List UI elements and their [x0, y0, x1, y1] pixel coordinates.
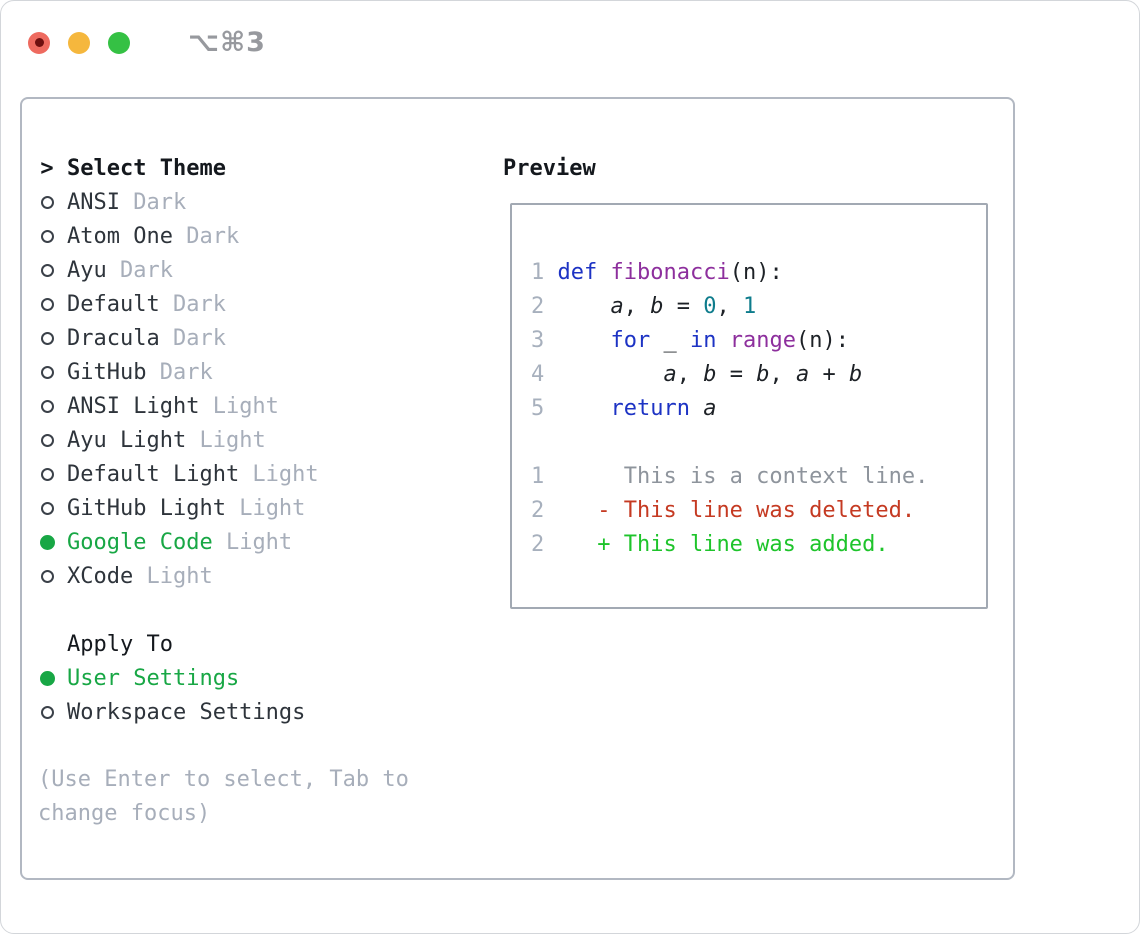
radio-off-icon: [40, 229, 54, 243]
window-titlebar: ⌥⌘3: [28, 27, 266, 58]
theme-option-default-light-label: Default Light Light: [67, 461, 319, 487]
apply-to-indent: [38, 627, 56, 661]
radio-off-icon: [38, 355, 56, 389]
theme-option-default-label: Default Dark: [67, 291, 226, 317]
apply-option-user-settings-label: User Settings: [67, 665, 240, 691]
theme-option-dracula[interactable]: Dracula Dark: [38, 321, 488, 355]
select-theme-header-row: > Select Theme: [38, 151, 488, 185]
apply-to-header-row: Apply To: [38, 627, 488, 661]
radio-off-icon: [38, 185, 56, 219]
theme-option-atom-one[interactable]: Atom One Dark: [38, 219, 488, 253]
theme-option-atom-one-label: Atom One Dark: [67, 223, 240, 249]
code-line: 1 def fibonacci(n):: [531, 260, 783, 285]
radio-off-icon: [38, 559, 56, 593]
radio-off-icon: [38, 321, 56, 355]
theme-option-default-light[interactable]: Default Light Light: [38, 457, 488, 491]
window-title: ⌥⌘3: [188, 27, 266, 58]
theme-option-xcode[interactable]: XCode Light: [38, 559, 488, 593]
theme-option-ansi[interactable]: ANSI Dark: [38, 185, 488, 219]
radio-off-icon: [38, 491, 56, 525]
radio-off-icon: [38, 219, 56, 253]
preview-header-row: Preview: [503, 151, 596, 185]
apply-option-workspace-settings[interactable]: Workspace Settings: [38, 695, 488, 729]
code-line: 5 return a: [531, 396, 717, 421]
radio-off-icon: [38, 253, 56, 287]
radio-off-icon: [38, 389, 56, 423]
code-preview: 1 def fibonacci(n): 2 a, b = 0, 1 3 for _ …: [531, 256, 986, 426]
radio-on-icon: [39, 670, 55, 686]
section-gap: [38, 729, 488, 763]
close-dot-icon: [34, 38, 44, 47]
apply-to-title: Apply To: [67, 631, 173, 657]
theme-option-github-light[interactable]: GitHub Light Light: [38, 491, 488, 525]
theme-option-ansi-light[interactable]: ANSI Light Light: [38, 389, 488, 423]
theme-option-github[interactable]: GitHub Dark: [38, 355, 488, 389]
prompt-glyph: >: [40, 155, 54, 181]
theme-option-ansi-light-label: ANSI Light Light: [67, 393, 279, 419]
apply-option-workspace-settings-label: Workspace Settings: [67, 699, 306, 725]
radio-off-icon: [38, 423, 56, 457]
radio-off-icon: [40, 501, 54, 515]
radio-off-icon: [40, 195, 54, 209]
preview-title: Preview: [503, 155, 596, 181]
select-theme-title: Select Theme: [67, 155, 226, 181]
radio-off-icon: [40, 263, 54, 277]
radio-off-icon: [38, 695, 56, 729]
theme-option-github-label: GitHub Dark: [67, 359, 213, 385]
radio-on-icon: [38, 661, 56, 695]
prompt-icon: >: [38, 151, 56, 185]
close-button[interactable]: [28, 31, 50, 54]
radio-off-icon: [40, 297, 54, 311]
diff-preview: 1 This is a context line. 2 - This line w…: [531, 460, 986, 562]
radio-on-icon: [39, 534, 55, 550]
theme-option-ayu[interactable]: Ayu Dark: [38, 253, 488, 287]
diff-line: 1 This is a context line.: [531, 464, 929, 489]
code-line: 2 a, b = 0, 1: [531, 294, 757, 319]
theme-option-dracula-label: Dracula Dark: [67, 325, 226, 351]
theme-option-default[interactable]: Default Dark: [38, 287, 488, 321]
code-line: 4 a, b = b, a + b: [531, 362, 863, 387]
help-text-line-1: (Use Enter to select, Tab to: [38, 767, 409, 792]
theme-option-ayu-light[interactable]: Ayu Light Light: [38, 423, 488, 457]
theme-option-google-code[interactable]: Google Code Light: [38, 525, 488, 559]
radio-off-icon: [40, 399, 54, 413]
minimize-button[interactable]: [68, 31, 90, 54]
radio-off-icon: [40, 705, 54, 719]
apply-option-user-settings[interactable]: User Settings: [38, 661, 488, 695]
radio-off-icon: [40, 467, 54, 481]
theme-option-google-code-label: Google Code Light: [67, 529, 293, 555]
section-gap: [38, 593, 488, 627]
diff-line: 2 - This line was deleted.: [531, 498, 916, 523]
preview-box: 1 def fibonacci(n): 2 a, b = 0, 1 3 for _ …: [510, 203, 988, 609]
radio-off-icon: [40, 365, 54, 379]
radio-off-icon: [38, 287, 56, 321]
radio-off-icon: [38, 457, 56, 491]
radio-on-icon: [38, 525, 56, 559]
maximize-button[interactable]: [108, 31, 130, 54]
theme-option-ayu-label: Ayu Dark: [67, 257, 173, 283]
theme-option-ayu-light-label: Ayu Light Light: [67, 427, 266, 453]
code-line: 3 for _ in range(n):: [531, 328, 849, 353]
help-text-line-2: change focus): [38, 801, 211, 826]
diff-line: 2 + This line was added.: [531, 532, 889, 557]
radio-off-icon: [40, 569, 54, 583]
radio-off-icon: [40, 433, 54, 447]
theme-option-xcode-label: XCode Light: [67, 563, 213, 589]
theme-option-github-light-label: GitHub Light Light: [67, 495, 306, 521]
theme-option-ansi-label: ANSI Dark: [67, 189, 187, 215]
radio-off-icon: [40, 331, 54, 345]
